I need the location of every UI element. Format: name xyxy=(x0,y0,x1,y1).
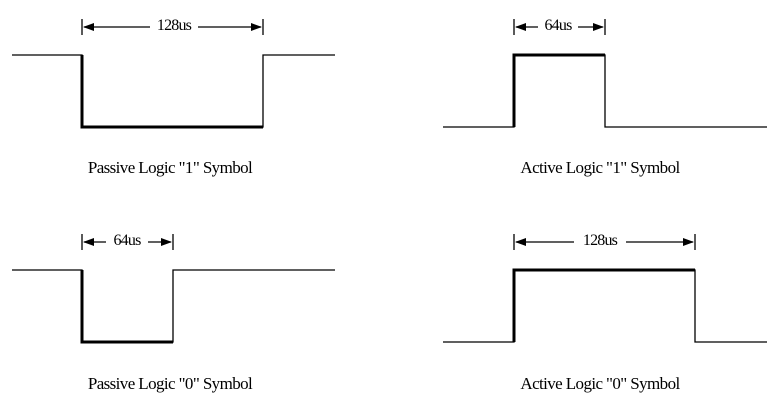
waveform-active-1-pulse xyxy=(512,53,605,127)
caption: Active Logic "0" Symbol xyxy=(520,374,680,393)
caption: Passive Logic "0" Symbol xyxy=(88,374,253,393)
duration-label: 64us xyxy=(544,17,572,34)
panel-passive-logic-1: 128us Passive Logic "1" Symbol xyxy=(12,17,335,177)
dimension-active-0: 128us xyxy=(513,232,696,250)
waveform-passive-0-pulse xyxy=(80,270,173,344)
duration-label: 64us xyxy=(113,232,141,249)
waveform-passive-1-pulse xyxy=(80,55,263,129)
caption: Active Logic "1" Symbol xyxy=(520,158,680,177)
caption: Passive Logic "1" Symbol xyxy=(88,158,253,177)
panel-active-logic-1: 64us Active Logic "1" Symbol xyxy=(443,17,767,177)
dimension-passive-0: 64us xyxy=(81,232,174,250)
panel-passive-logic-0: 64us Passive Logic "0" Symbol xyxy=(12,232,335,393)
duration-label: 128us xyxy=(157,17,192,34)
waveform-active-0-thin xyxy=(443,269,767,343)
waveform-active-0-pulse xyxy=(512,268,695,342)
panel-active-logic-0: 128us Active Logic "0" Symbol xyxy=(443,232,767,393)
waveform-passive-1-thin xyxy=(12,54,335,128)
dimension-active-1: 64us xyxy=(513,17,606,35)
duration-label: 128us xyxy=(583,232,618,249)
waveform-passive-0-thin xyxy=(12,269,335,343)
waveform-active-1-thin xyxy=(443,54,767,128)
dimension-passive-1: 128us xyxy=(81,17,264,35)
